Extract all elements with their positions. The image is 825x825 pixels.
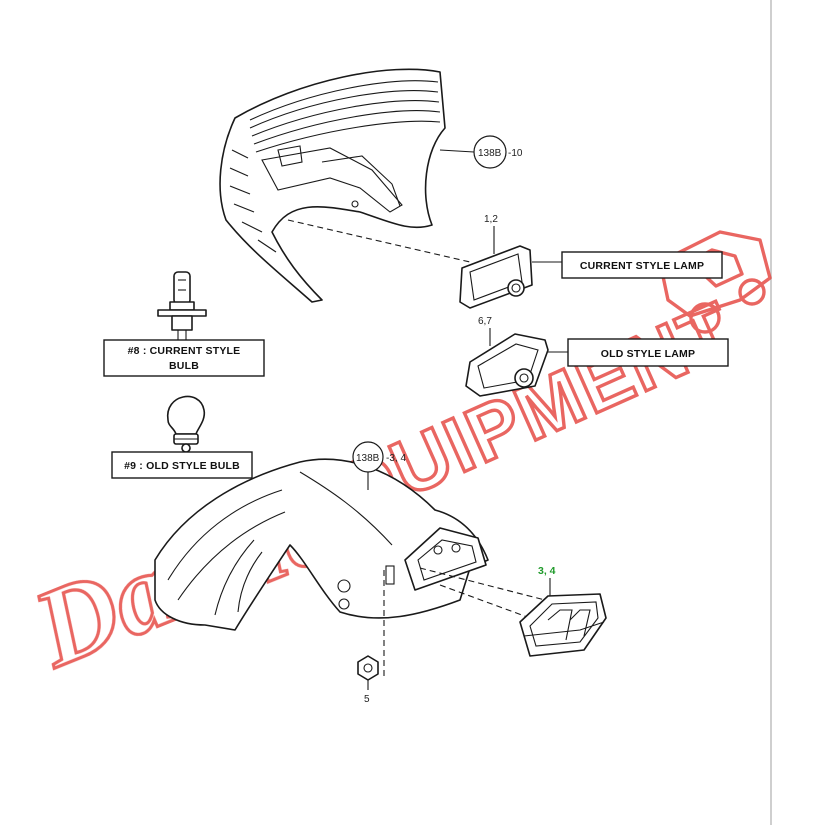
current-style-lamp-part bbox=[459, 245, 533, 309]
nut-part bbox=[357, 655, 379, 681]
current-style-bulb-label-line2: BULB bbox=[169, 360, 199, 372]
hood-assembly bbox=[219, 68, 446, 303]
current-style-bulb-icon bbox=[157, 271, 207, 340]
watermark-truck-icon bbox=[658, 230, 772, 334]
current-lamp-ref: 1,2 bbox=[484, 214, 498, 225]
current-style-bulb-label-box bbox=[103, 339, 265, 377]
old-style-lamp-label-box bbox=[567, 338, 729, 367]
fender-assembly bbox=[154, 458, 489, 631]
hood-callout-circle bbox=[473, 135, 507, 169]
old-style-bulb-label-box bbox=[111, 451, 253, 479]
fender-callout-circle bbox=[352, 441, 384, 473]
nut-ref: 5 bbox=[364, 694, 370, 705]
rear-lamp-ref: 3, 4 bbox=[538, 565, 556, 577]
hood-callout-number: 138B bbox=[478, 148, 502, 159]
old-style-lamp-part bbox=[465, 333, 549, 397]
current-style-bulb-label-line1: #8 : CURRENT STYLE bbox=[128, 345, 241, 357]
fender-callout-number: 138B bbox=[356, 453, 380, 464]
hood-callout-suffix: -10 bbox=[508, 148, 523, 159]
old-style-bulb-icon bbox=[167, 395, 206, 453]
old-style-lamp-label: OLD STYLE LAMP bbox=[601, 348, 695, 360]
current-style-lamp-label: CURRENT STYLE LAMP bbox=[580, 260, 704, 272]
current-style-lamp-label-box bbox=[561, 251, 723, 279]
rear-lamp-part bbox=[519, 593, 607, 657]
old-lamp-ref: 6,7 bbox=[478, 316, 492, 327]
old-style-bulb-label: #9 : OLD STYLE BULB bbox=[124, 460, 240, 472]
fender-callout-suffix: -3, 4 bbox=[386, 453, 406, 464]
